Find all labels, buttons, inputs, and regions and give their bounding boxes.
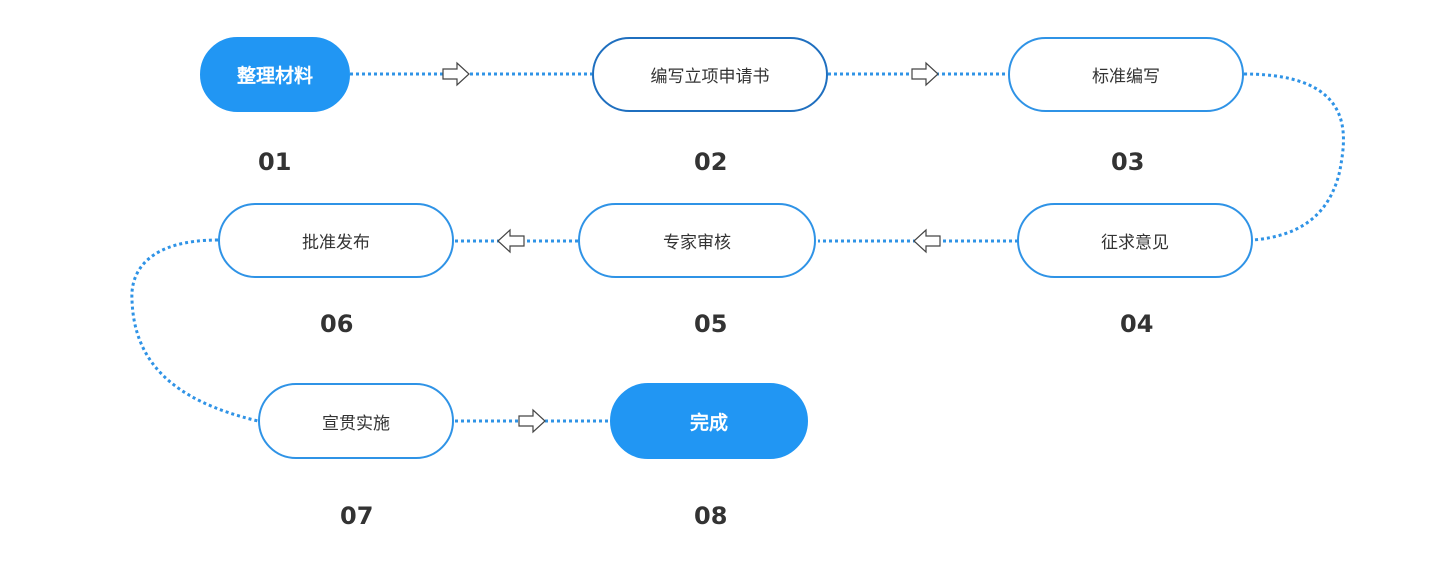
- step-04-number: 04: [1120, 310, 1154, 338]
- connector-06-07: [130, 238, 259, 423]
- step-03-number: 03: [1111, 148, 1145, 176]
- step-08-number: 08: [694, 502, 728, 530]
- hollow-arrow-icon: [911, 62, 939, 86]
- step-04-label: 征求意见: [1101, 233, 1169, 253]
- step-08-label: 完成: [689, 411, 728, 434]
- step-05-number: 05: [694, 310, 728, 338]
- step-01-label: 整理材料: [236, 65, 313, 87]
- step-01-number: 01: [258, 148, 292, 176]
- hollow-arrow-icon: [913, 229, 941, 253]
- step-06-node: 批准发布: [218, 203, 454, 278]
- step-03-node: 标准编写: [1008, 37, 1244, 112]
- connector-03-04: [1243, 72, 1345, 242]
- step-08-node: 完成: [610, 383, 808, 459]
- step-07-number: 07: [340, 502, 374, 530]
- hollow-arrow-icon: [518, 409, 546, 433]
- step-02-node: 编写立项申请书: [592, 37, 828, 112]
- step-05-label: 专家审核: [663, 233, 731, 253]
- step-04-node: 征求意见: [1017, 203, 1253, 278]
- step-02-label: 编写立项申请书: [650, 67, 770, 87]
- step-02-number: 02: [694, 148, 728, 176]
- step-06-label: 批准发布: [302, 233, 370, 253]
- hollow-arrow-icon: [442, 62, 470, 86]
- step-07-label: 宣贯实施: [322, 413, 390, 434]
- step-01-node: 整理材料: [200, 37, 350, 112]
- step-05-node: 专家审核: [578, 203, 816, 278]
- hollow-arrow-icon: [497, 229, 525, 253]
- step-06-number: 06: [320, 310, 354, 338]
- step-07-node: 宣贯实施: [258, 383, 454, 459]
- step-03-label: 标准编写: [1092, 67, 1160, 87]
